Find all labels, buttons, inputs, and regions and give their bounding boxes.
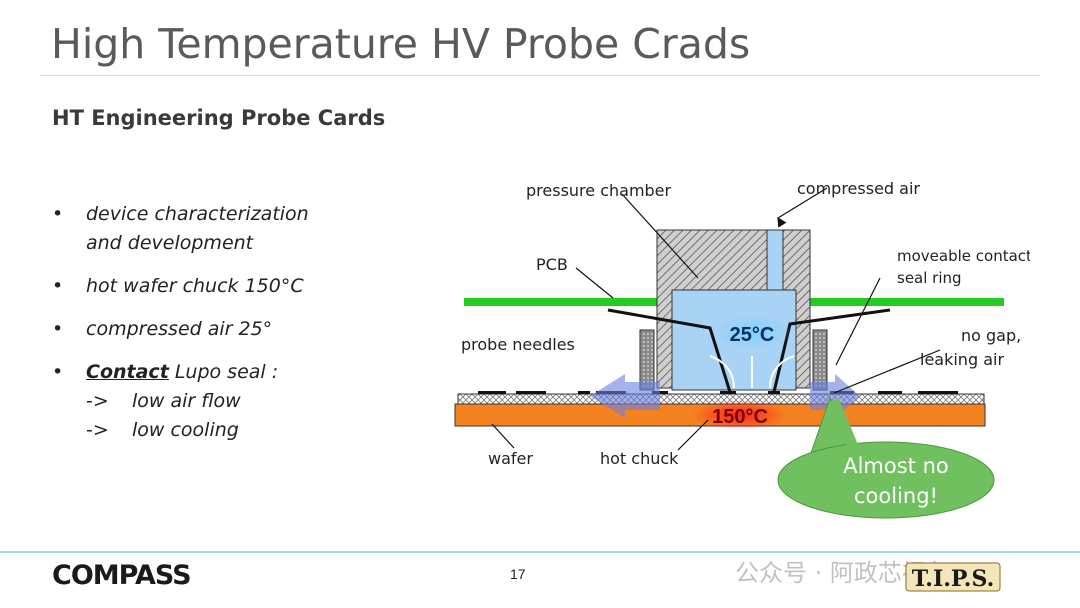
callout-join [829, 398, 859, 450]
callout-line-2: cooling! [854, 484, 938, 508]
leak-arrow-left [590, 374, 660, 418]
footer-divider [0, 551, 1080, 553]
sub-arrow: -> [86, 419, 109, 441]
bullet-item: • device characterization and developmen… [52, 200, 372, 258]
bullet-dot: • [52, 203, 64, 225]
bullet-text: Contact Lupo seal : [86, 358, 372, 387]
label-probe-needles: probe needles [461, 335, 575, 354]
probe-needle-lines [607, 308, 891, 393]
bullet-text: and development [86, 232, 254, 254]
bullet-item: • Contact Lupo seal : -> low air flow ->… [52, 358, 372, 445]
seal-ring-left [639, 329, 655, 391]
temp-air-label: 25°C [730, 324, 775, 346]
air-flow-arrows [709, 355, 795, 389]
slide-title: High Temperature HV Probe Crads [51, 20, 751, 68]
label-moveable-line-1: moveable contact [897, 247, 1030, 265]
tips-logo-text: T.I.P.S. [912, 566, 994, 592]
sub-arrow: -> [86, 390, 109, 412]
callout-bubble [777, 441, 995, 519]
bullet-text: device characterization [86, 203, 309, 225]
bullet-text-rest: Lupo seal : [168, 361, 279, 383]
probe-card-diagram: 25°C 150°C Almost no cooling! pressure c… [454, 179, 1030, 519]
label-pressure-chamber: pressure chamber [526, 181, 672, 200]
temp-chuck-label: 150°C [712, 406, 768, 428]
hot-chuck-glow [692, 400, 788, 430]
bullet-dot: • [52, 275, 64, 297]
label-compressed-air: compressed air [797, 179, 920, 198]
label-pcb: PCB [536, 255, 568, 274]
compass-logo: COMPASS [52, 560, 192, 591]
label-no-gap-line-2: leaking air [920, 350, 1004, 369]
bullet-item: • hot wafer chuck 150°C [52, 272, 372, 301]
bullet-text: compressed air 25° [86, 318, 273, 340]
sub-bullet: -> low air flow [86, 387, 372, 416]
cold-air-glow [712, 314, 792, 350]
bullet-dot: • [52, 361, 64, 383]
slide-subtitle: HT Engineering Probe Cards [52, 106, 386, 130]
bullet-dot: • [52, 318, 64, 340]
label-hot-chuck: hot chuck [600, 449, 679, 468]
bullet-list: • device characterization and developmen… [52, 200, 372, 459]
sub-text: low cooling [132, 419, 239, 441]
leader-lines [491, 187, 941, 451]
seal-ring-right [812, 329, 828, 391]
label-wafer: wafer [488, 449, 533, 468]
callout-line-1: Almost no [843, 454, 949, 478]
page-number: 17 [510, 566, 526, 582]
tips-logo: T.I.P.S. [905, 562, 1001, 592]
sub-text: low air flow [132, 390, 241, 412]
leak-arrow-right [810, 374, 860, 418]
sub-bullet: -> low cooling [86, 416, 372, 445]
bullet-item: • compressed air 25° [52, 315, 372, 344]
label-no-gap-line-1: no gap, [961, 326, 1021, 345]
label-moveable-line-2: seal ring [897, 269, 962, 287]
contact-emphasis: Contact [86, 361, 169, 383]
air-inlet-channel [766, 229, 784, 293]
title-divider [40, 75, 1040, 76]
bullet-text: hot wafer chuck 150°C [86, 275, 304, 297]
